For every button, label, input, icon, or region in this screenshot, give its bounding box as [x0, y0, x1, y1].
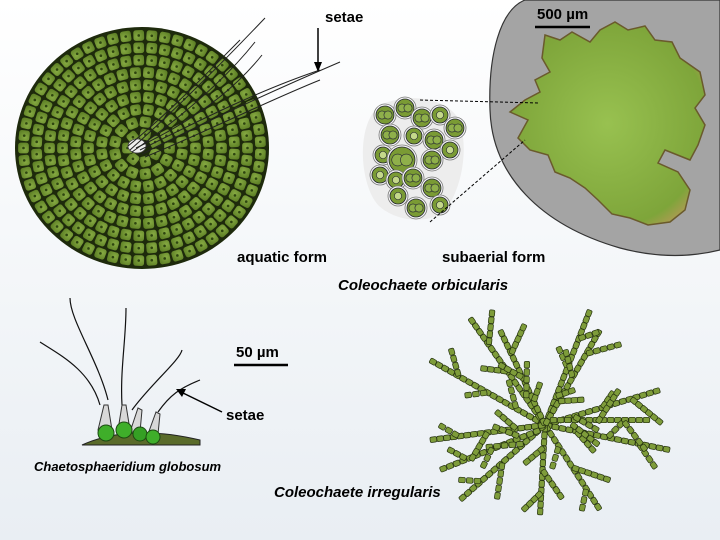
species-label-irregularis: Coleochaete irregularis — [274, 484, 441, 501]
scale-label-500: 500 µm — [537, 6, 588, 23]
subaerial-mat — [508, 21, 706, 226]
irregularis-drawing — [429, 309, 671, 516]
chaetosphaeridium-drawing — [39, 297, 201, 446]
setae-label-bottom: setae — [226, 407, 264, 424]
setae-pointer-bottom — [176, 389, 223, 413]
subaerial-form-label: subaerial form — [442, 249, 545, 266]
subaerial-cell-cluster — [362, 96, 467, 220]
species-label-orbicularis: Coleochaete orbicularis — [338, 277, 508, 294]
scale-label-50: 50 µm — [236, 344, 279, 361]
aquatic-disc — [15, 27, 269, 269]
aquatic-form-label: aquatic form — [237, 249, 327, 266]
setae-pointer-top — [314, 28, 322, 72]
setae-label-top: setae — [325, 9, 363, 26]
inset-guide-lines — [419, 99, 539, 223]
species-label-chaetosphaeridium: Chaetosphaeridium globosum — [34, 459, 222, 474]
disc-setae — [127, 17, 341, 158]
